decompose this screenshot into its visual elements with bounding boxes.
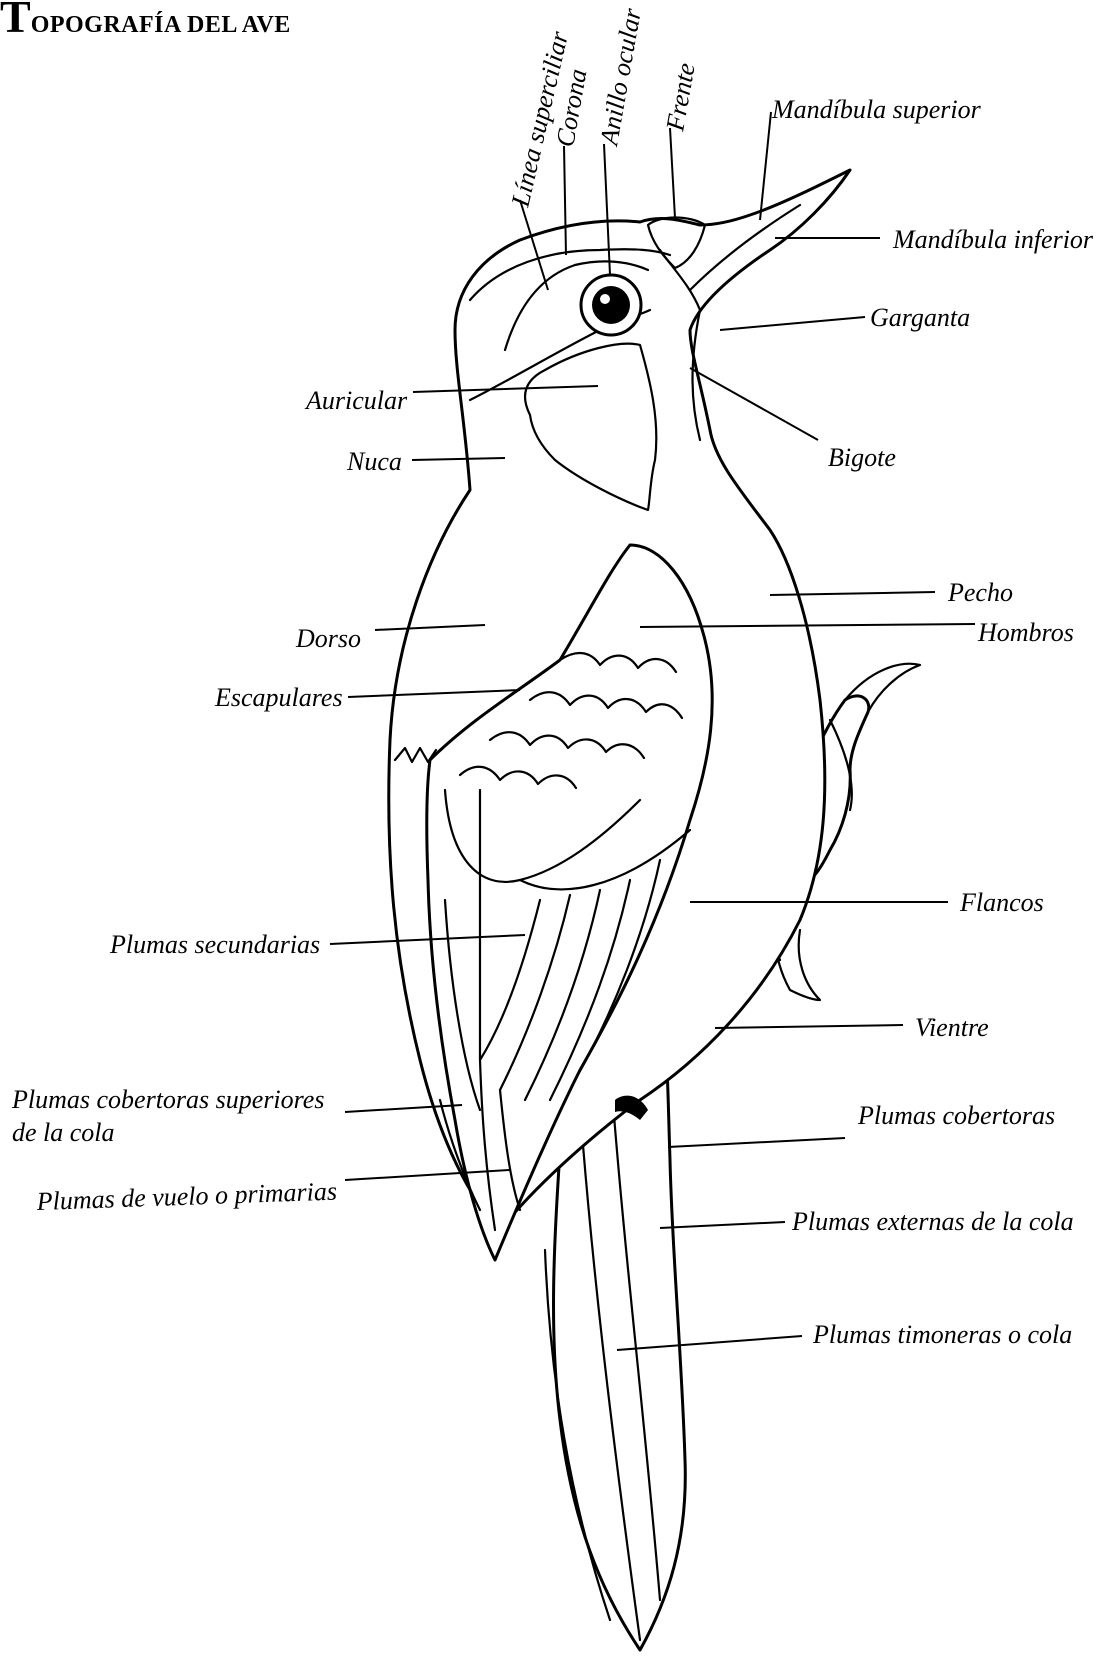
eye-pupil <box>592 286 630 324</box>
leader-plumas-externas <box>660 1222 785 1228</box>
leader-garganta <box>720 317 865 330</box>
label-cobertoras-superiores-2: de la cola <box>12 1118 115 1147</box>
label-bigote: Bigote <box>828 443 896 472</box>
label-plumas-cobertoras: Plumas cobertoras <box>857 1101 1055 1130</box>
label-hombros: Hombros <box>977 618 1074 647</box>
leader-plumas-cobertoras <box>668 1138 845 1147</box>
label-plumas-secundarias: Plumas secundarias <box>109 930 320 959</box>
leader-mandibula-superior <box>760 112 771 220</box>
label-vientre: Vientre <box>915 1013 989 1042</box>
label-plumas-timoneras: Plumas timoneras o cola <box>812 1320 1072 1349</box>
label-flancos: Flancos <box>959 888 1044 917</box>
label-mandibula-superior: Mandíbula superior <box>771 95 982 124</box>
label-dorso: Dorso <box>295 624 361 653</box>
label-mandibula-inferior: Mandíbula inferior <box>892 225 1094 254</box>
label-anillo-ocular: Anillo ocular <box>594 5 647 149</box>
label-cobertoras-superiores-1: Plumas cobertoras superiores <box>11 1085 324 1114</box>
label-garganta: Garganta <box>870 303 970 332</box>
label-nuca: Nuca <box>346 447 402 476</box>
leader-frente <box>670 128 675 218</box>
label-escapulares: Escapulares <box>214 683 343 712</box>
bird-illustration <box>389 170 920 1650</box>
label-auricular: Auricular <box>304 386 408 415</box>
label-plumas-vuelo: Plumas de vuelo o primarias <box>35 1177 337 1217</box>
label-pecho: Pecho <box>947 578 1013 607</box>
eye-highlight <box>600 294 610 304</box>
label-plumas-externas: Plumas externas de la cola <box>791 1207 1074 1236</box>
leader-vientre <box>715 1025 903 1028</box>
label-frente: Frente <box>660 61 701 134</box>
